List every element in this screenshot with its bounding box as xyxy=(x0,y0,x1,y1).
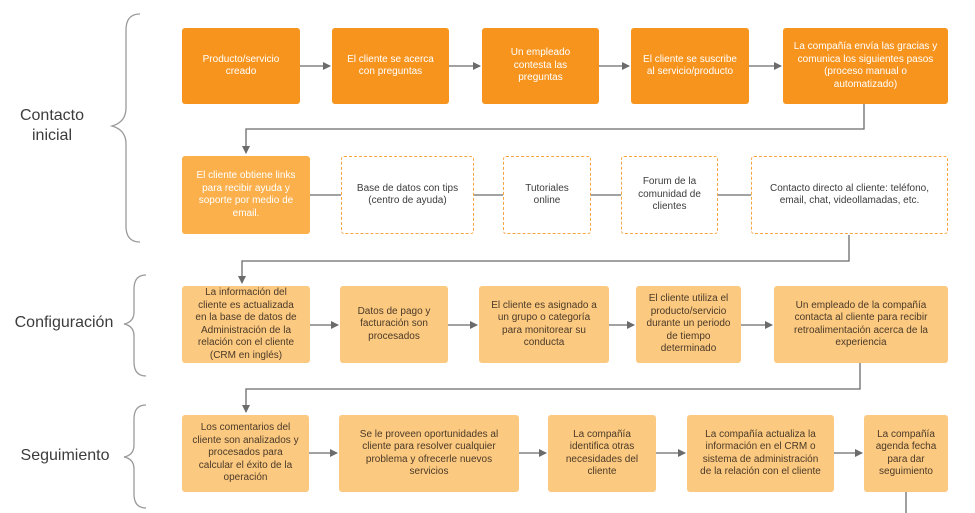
step-text: El cliente utiliza el producto/servicio … xyxy=(646,293,731,355)
step-agenda-seguimiento: La compañía agenda fecha para dar seguim… xyxy=(864,415,948,492)
step-cliente-utiliza: El cliente utiliza el producto/servicio … xyxy=(636,286,741,363)
step-cliente-suscribe: El cliente se suscribe al servicio/produ… xyxy=(631,28,749,104)
section-brace-contacto xyxy=(109,13,141,243)
option-contacto-directo: Contacto directo al cliente: teléfono, e… xyxy=(751,156,948,234)
step-oportunidades: Se le proveen oportunidades al cliente p… xyxy=(339,415,519,492)
step-text: Los comentarios del cliente son analizad… xyxy=(192,422,299,484)
step-text: El cliente se acerca con preguntas xyxy=(347,53,434,78)
step-text: Un empleado de la compañía contacta al c… xyxy=(794,299,928,349)
step-pago-facturacion: Datos de pago y facturación son procesad… xyxy=(340,286,448,363)
step-text: El cliente obtiene links para recibir ay… xyxy=(196,170,296,219)
step-links-ayuda: El cliente obtiene links para recibir ay… xyxy=(182,156,310,234)
section-label-contacto: Contacto inicial xyxy=(19,107,85,144)
step-producto-creado: Producto/servicio creado xyxy=(182,28,300,104)
step-text: La compañía actualiza la información en … xyxy=(700,428,821,478)
step-comentarios-analizados: Los comentarios del cliente son analizad… xyxy=(182,415,309,492)
step-text: El cliente se suscribe al servicio/produ… xyxy=(643,53,737,78)
arrow-r1-to-r2 xyxy=(242,104,865,154)
step-actualiza-crm: La compañía actualiza la información en … xyxy=(687,415,834,492)
section-brace-configuracion xyxy=(123,274,147,377)
step-text: Datos de pago y facturación son procesad… xyxy=(357,305,431,342)
option-forum: Forum de la comunidad de clientes xyxy=(621,156,718,234)
step-text: Base de datos con tips (centro de ayuda) xyxy=(356,182,459,207)
step-retroalimentacion: Un empleado de la compañía contacta al c… xyxy=(774,286,948,363)
step-text: La compañía identifica otras necesidades… xyxy=(565,428,639,478)
step-text: La compañía envía las gracias y comunica… xyxy=(793,41,938,90)
step-otras-necesidades: La compañía identifica otras necesidades… xyxy=(548,415,656,492)
step-text: Se le proveen oportunidades al cliente p… xyxy=(359,428,499,478)
arrow-r3-to-r4 xyxy=(242,363,861,413)
step-cliente-pregunta: El cliente se acerca con preguntas xyxy=(332,28,449,104)
section-label-configuracion: Configuración xyxy=(14,314,114,331)
step-text: Producto/servicio creado xyxy=(202,53,280,78)
step-text: Un empleado contesta las preguntas xyxy=(510,47,571,84)
step-text: La información del cliente es actualizad… xyxy=(195,287,297,361)
arrow-r2-to-r3 xyxy=(238,235,850,284)
section-label-seguimiento: Seguimiento xyxy=(20,447,110,464)
step-text: Tutoriales online xyxy=(525,182,569,207)
step-cliente-asignado: El cliente es asignado a un grupo o cate… xyxy=(479,286,609,363)
step-text: Contacto directo al cliente: teléfono, e… xyxy=(770,182,929,207)
step-empleado-contesta: Un empleado contesta las preguntas xyxy=(482,28,599,104)
step-compania-gracias: La compañía envía las gracias y comunica… xyxy=(783,28,948,104)
step-crm-actualizado: La información del cliente es actualizad… xyxy=(182,286,310,363)
option-tutoriales: Tutoriales online xyxy=(503,156,591,234)
step-text: La compañía agenda fecha para dar seguim… xyxy=(875,428,937,478)
option-base-datos: Base de datos con tips (centro de ayuda) xyxy=(341,156,474,234)
section-brace-seguimiento xyxy=(123,404,147,509)
step-text: Forum de la comunidad de clientes xyxy=(638,176,701,213)
step-text: El cliente es asignado a un grupo o cate… xyxy=(491,299,597,349)
